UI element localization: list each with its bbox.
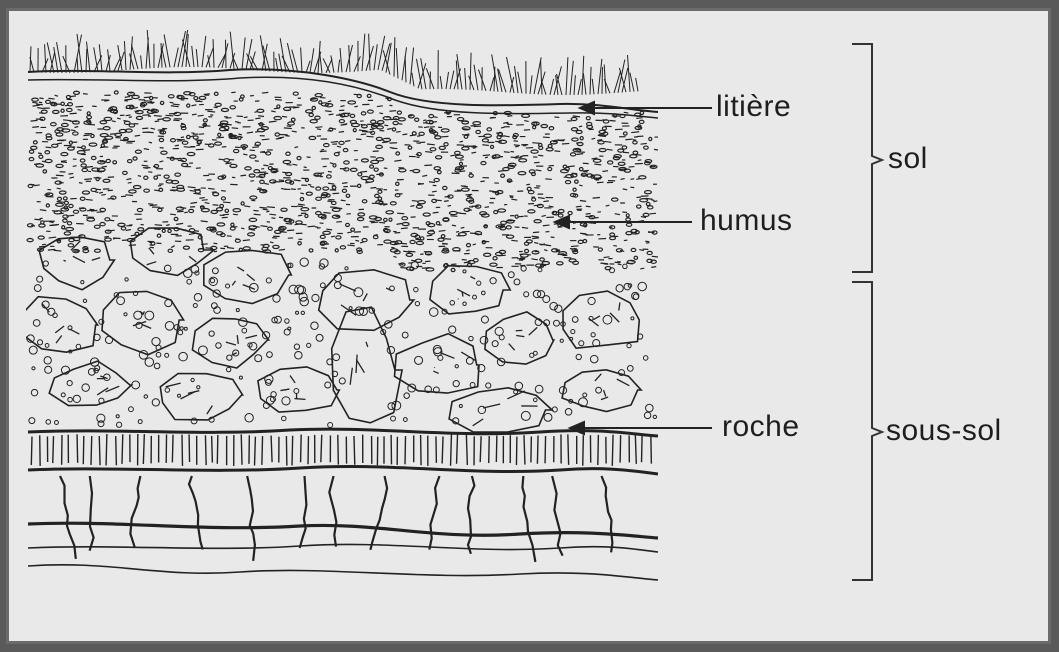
grass-layer	[30, 29, 638, 95]
rock-fragments-layer	[22, 228, 657, 432]
sol-label: sol	[888, 142, 928, 176]
roche-label: roche	[722, 410, 800, 444]
litiere-label: litière	[716, 90, 791, 124]
sous-sol-label: sous-sol	[886, 414, 1002, 448]
humus-layer	[27, 91, 660, 272]
horizon-braces	[852, 44, 882, 580]
bedrock-layer	[28, 429, 658, 580]
sous-sol-brace	[852, 282, 882, 580]
sol-brace	[852, 44, 882, 272]
humus-label: humus	[700, 204, 793, 238]
